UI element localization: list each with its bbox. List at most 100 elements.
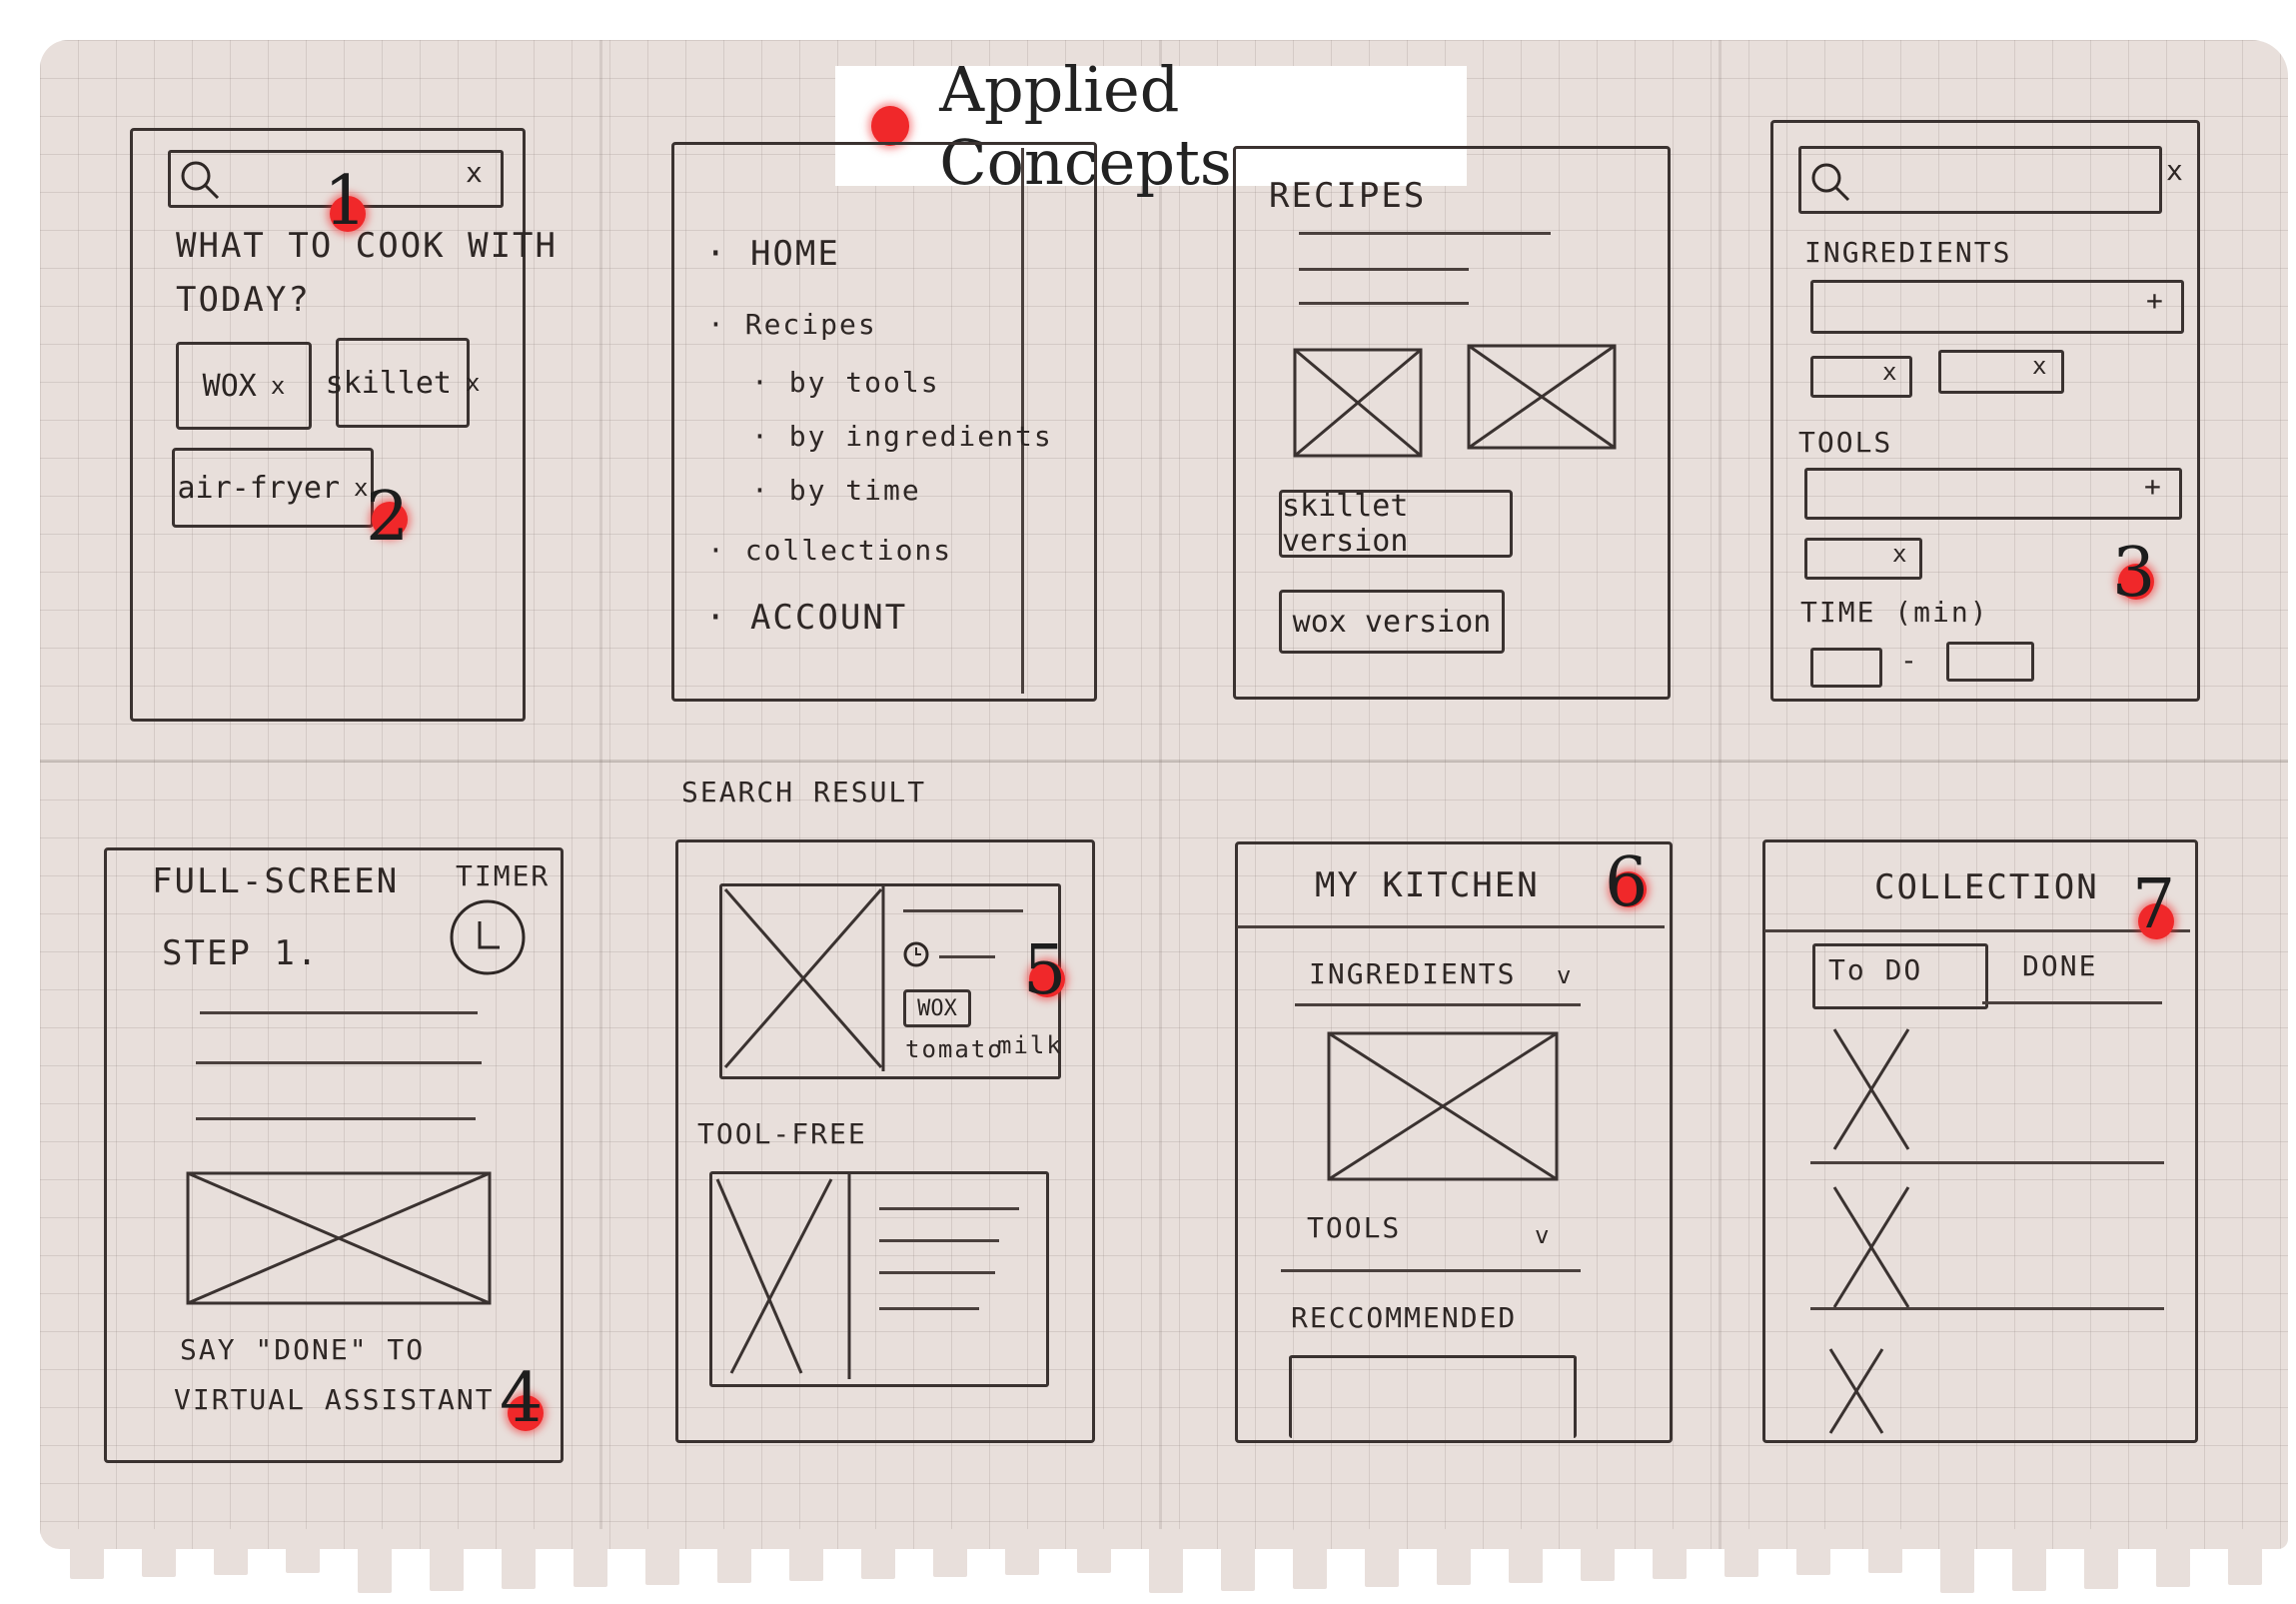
torn-tab [1940, 1529, 1974, 1593]
recipes-title: RECIPES [1269, 176, 1427, 216]
torn-tab [789, 1529, 823, 1581]
tab-todo-label: To DO [1828, 953, 1923, 986]
dropdown-underline [1281, 1269, 1581, 1272]
torn-tab [430, 1529, 464, 1591]
applied-concept-marker [1611, 871, 1647, 907]
sketch-recipe-versions [1233, 146, 1671, 700]
search-result-heading: SEARCH RESULT [681, 776, 927, 808]
torn-tab [70, 1529, 104, 1579]
fold-crease-vertical [599, 40, 602, 1549]
header-divider [1764, 929, 2190, 932]
tool-chip: air-fryer x [172, 448, 374, 528]
question-line-1: WHAT TO COOK WITH [176, 226, 558, 266]
applied-concept-marker [1029, 961, 1065, 997]
image-placeholder [1467, 344, 1617, 450]
fold-crease-vertical [1719, 40, 1722, 1549]
header-divider [1237, 925, 1665, 928]
time-line [939, 955, 995, 958]
sketch-my-kitchen [1235, 841, 1673, 1443]
search-clear-icon: x [466, 156, 485, 189]
image-placeholder [1293, 348, 1423, 458]
sketch-side-menu [671, 142, 1097, 702]
torn-tab [1221, 1529, 1255, 1591]
torn-tab [1509, 1529, 1543, 1583]
version-button: skillet version [1279, 489, 1513, 559]
marker-number: 3 [2112, 534, 2156, 613]
ingredients-label: INGREDIENTS [1804, 236, 2012, 269]
applied-concept-marker [372, 502, 408, 538]
chip-remove-icon: x [270, 372, 286, 400]
torn-tab [1868, 1529, 1902, 1573]
torn-tab [1077, 1529, 1111, 1573]
timer-label: TIMER [456, 859, 551, 892]
image-placeholder [723, 885, 885, 1071]
add-icon: + [2144, 470, 2163, 503]
image-placeholder [1327, 1031, 1559, 1181]
chevron-down-icon: v [1557, 961, 1574, 989]
torn-tab [1653, 1529, 1687, 1579]
graph-paper-sheet [40, 40, 2288, 1549]
marker-number: 7 [2132, 865, 2176, 944]
menu-item-collections: · collections [707, 534, 953, 567]
tools-label: TOOLS [1798, 426, 1893, 459]
search-icon [1811, 163, 1850, 202]
text-line [879, 1207, 1019, 1210]
menu-item-home: · HOME [705, 234, 840, 274]
caption-line-2: VIRTUAL ASSISTANT [174, 1383, 495, 1416]
tools-dropdown: TOOLS [1307, 1211, 1402, 1244]
torn-tab [1293, 1529, 1327, 1589]
time-max-input [1946, 642, 2034, 682]
chip-remove-icon: x [466, 369, 481, 397]
image-placeholder [186, 1171, 492, 1305]
fold-crease-vertical [1159, 40, 1162, 1549]
search-icon [181, 161, 220, 200]
legend-label: Applied Concepts [939, 53, 1232, 199]
remove-icon: x [2032, 352, 2049, 380]
version-label: wox version [1292, 604, 1492, 640]
applied-concept-marker [508, 1395, 544, 1431]
tools-input [1804, 468, 2182, 520]
sketch-filter-form [1770, 120, 2200, 702]
torn-tab [1005, 1529, 1039, 1575]
text-line [879, 1271, 995, 1274]
torn-tab [2084, 1529, 2118, 1589]
chevron-down-icon: v [1535, 1221, 1552, 1249]
recommended-card [1289, 1355, 1577, 1438]
ingredient-milk: milk [997, 1031, 1063, 1059]
time-label: TIME (min) [1800, 596, 1989, 629]
version-label: skillet version [1282, 489, 1409, 559]
torn-tab [286, 1529, 320, 1573]
text-line [1299, 302, 1469, 305]
menu-item-account: · ACCOUNT [705, 598, 908, 638]
menu-item-recipes: · Recipes [707, 308, 877, 341]
marker-number: 4 [500, 1359, 544, 1438]
tool-chip: skillet x [326, 338, 480, 428]
tool-tag: WOX [903, 989, 971, 1027]
ingredient-tag [1810, 356, 1912, 398]
chip-label: air-fryer [177, 470, 341, 506]
torn-tab [142, 1529, 176, 1577]
torn-tab [933, 1529, 967, 1577]
tab-todo [1812, 943, 1988, 1009]
sketch-search-tools [130, 128, 526, 722]
text-line [903, 909, 1023, 912]
legend: Applied Concepts [835, 53, 1467, 199]
torn-tab [1149, 1529, 1183, 1593]
torn-tab [861, 1529, 895, 1579]
torn-tab [1581, 1529, 1615, 1581]
torn-tab [2012, 1529, 2046, 1591]
image-placeholder [1832, 1186, 1910, 1308]
marker-number: 5 [1023, 931, 1067, 1010]
text-line [879, 1307, 979, 1310]
applied-concept-marker [2138, 903, 2174, 939]
tool-chip: WOX x [176, 342, 312, 430]
marker-number: 2 [366, 478, 410, 557]
torn-tab [1365, 1529, 1399, 1587]
remove-icon: x [1882, 358, 1899, 386]
remove-icon: x [1892, 540, 1909, 568]
version-button: wox version [1279, 590, 1505, 654]
chip-label: skillet [325, 365, 452, 401]
text-line [196, 1117, 476, 1120]
menu-item-by-ingredients: · by ingredients [751, 420, 1053, 453]
marker-number: 6 [1605, 843, 1649, 922]
